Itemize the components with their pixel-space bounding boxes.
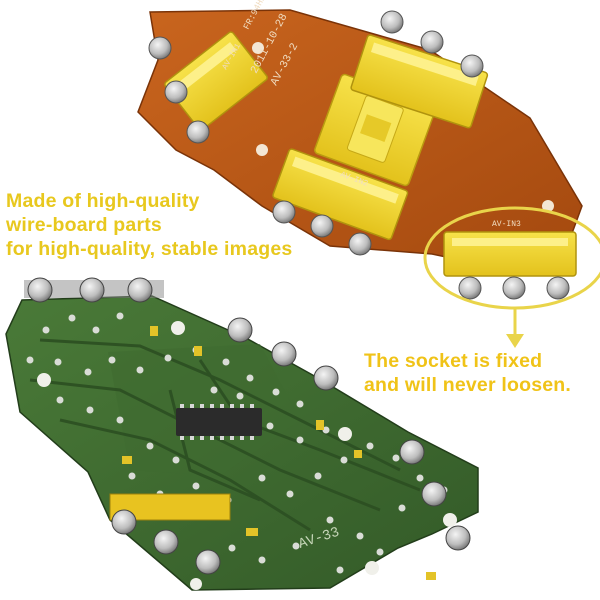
top-socket-upper	[350, 34, 489, 129]
quality-caption: Made of high-quality wire-board parts fo…	[6, 189, 292, 261]
top-socket-right	[443, 231, 577, 277]
quality-caption-line-1: Made of high-quality	[6, 190, 200, 212]
mount-hole	[365, 561, 379, 575]
socket-caption-line-1: The socket is fixed	[364, 350, 543, 372]
mount-hole	[171, 321, 185, 335]
smd-components	[122, 326, 436, 580]
top-socket-center	[272, 148, 409, 241]
top-socket-left	[164, 31, 268, 131]
rca-jacks-top	[148, 10, 570, 300]
quality-caption-line-3: for high-quality, stable images	[6, 238, 293, 260]
socket-caption-line-2: and will never loosen.	[364, 374, 572, 396]
mount-hole	[542, 200, 554, 212]
top-pcb-orange: AV-33-2 2011-10-28 FR:94HB/1.6mm AV-IN1 …	[137, 0, 583, 300]
mount-hole	[252, 42, 264, 54]
bottom-pcb-green: AV-33	[5, 277, 479, 591]
rca-jacks-bottom	[24, 277, 471, 575]
callout-arrow-head	[506, 334, 524, 348]
mount-hole	[338, 427, 352, 441]
top-input-label-3: AV-IN3	[492, 220, 521, 229]
mount-hole	[190, 578, 202, 590]
mount-hole	[37, 373, 51, 387]
quality-caption-line-2: wire-board parts	[6, 214, 162, 236]
mount-hole	[256, 144, 268, 156]
socket-caption: The socket is fixed and will never loose…	[364, 349, 571, 397]
mount-hole	[443, 513, 457, 527]
ic-chip	[176, 404, 262, 440]
